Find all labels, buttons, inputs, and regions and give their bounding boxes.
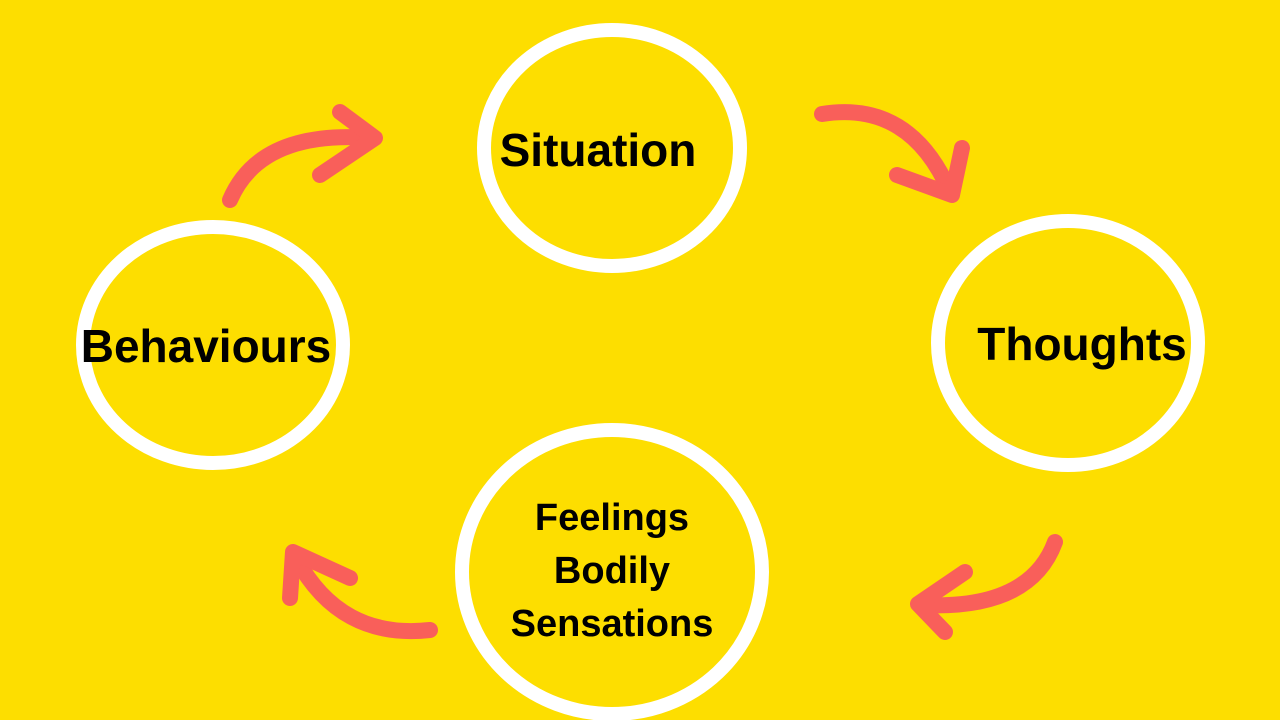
arrow-feelings-to-behaviours <box>282 544 438 639</box>
node-thoughts: Thoughts <box>977 317 1187 370</box>
sensations-line: Sensations <box>510 603 714 646</box>
feelings-line: Feelings <box>534 497 690 540</box>
arrow-behaviours-to-situation <box>222 104 383 208</box>
feelings-circle <box>455 423 769 720</box>
situation-circle <box>477 23 747 273</box>
bodily-line: Bodily <box>553 550 671 593</box>
arrow-situation-to-thoughts <box>814 104 970 203</box>
node-situation: Situation <box>499 123 697 176</box>
behaviours-circle <box>76 220 350 470</box>
thoughts-circle <box>931 214 1205 472</box>
node-feelings: Feelings Bodily Sensations <box>511 492 714 652</box>
arrow-thoughts-to-feelings <box>910 534 1063 640</box>
node-behaviours: Behaviours <box>80 319 332 372</box>
